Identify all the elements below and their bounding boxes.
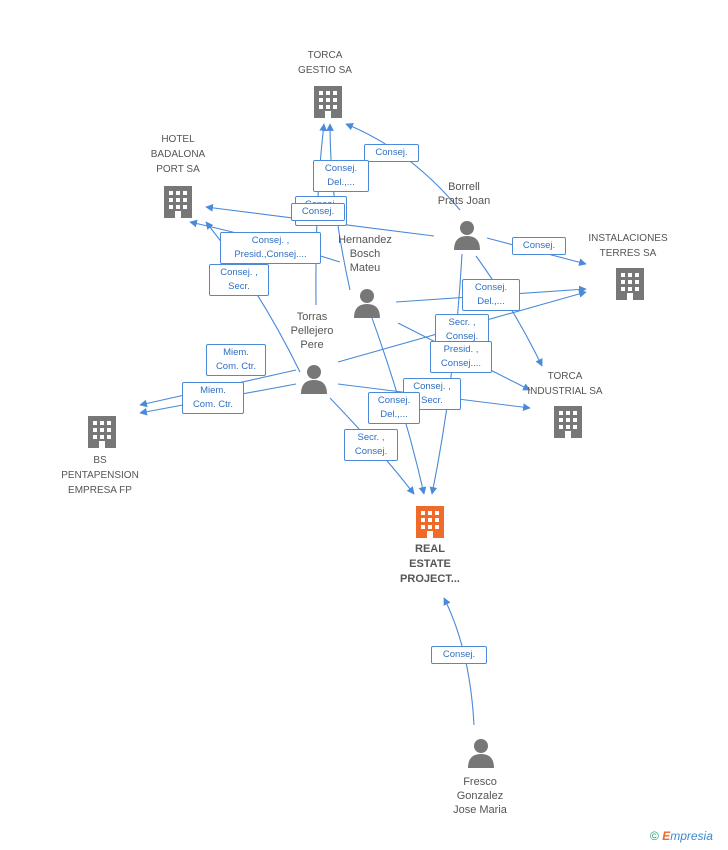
relation-label[interactable]: Secr. , Consej. [344, 429, 398, 461]
node-label-hernandez[interactable]: Hernandez Bosch Mateu [338, 234, 392, 274]
node-label-hotel-badalona[interactable]: HOTEL BADALONA PORT SA [150, 134, 206, 175]
person-icon-torras[interactable] [301, 365, 327, 394]
relation-label[interactable]: Consej. [291, 203, 345, 221]
empresia-logo[interactable]: © Empresia [650, 829, 713, 843]
person-icon-fresco[interactable] [468, 739, 494, 768]
node-label-fresco[interactable]: Fresco Gonzalez Jose Maria [453, 776, 507, 816]
node-label-borrell[interactable]: Borrell Prats Joan [437, 181, 491, 207]
copyright-symbol: © [650, 829, 659, 843]
building-icon-torca-industrial[interactable] [554, 406, 582, 438]
relation-label[interactable]: Consej. Del.,... [368, 392, 420, 424]
node-label-bs-pentapension[interactable]: BS PENTAPENSION EMPRESA FP [61, 455, 139, 496]
brand-e: E [662, 829, 671, 843]
relation-label[interactable]: Consej. [364, 144, 419, 162]
building-icon-instalaciones[interactable] [616, 268, 644, 300]
relation-label[interactable]: Consej. , Secr. [209, 264, 269, 296]
brand-name: mpresia [670, 829, 713, 843]
relation-label[interactable]: Miem. Com. Ctr. [206, 344, 266, 376]
relation-label[interactable]: Miem. Com. Ctr. [182, 382, 244, 414]
node-label-torras[interactable]: Torras Pellejero Pere [290, 311, 334, 351]
building-icon-bs-pentapension[interactable] [88, 416, 116, 448]
edge-borrell-real-estate [429, 253, 463, 495]
building-icon-real-estate[interactable] [416, 506, 444, 538]
node-label-torca-industrial[interactable]: TORCA INDUSTRIAL SA [527, 371, 603, 397]
node-label-real-estate[interactable]: REAL ESTATE PROJECT... [400, 543, 460, 585]
relation-label[interactable]: Consej. , Presid.,Consej.... [220, 232, 321, 264]
edges [139, 123, 587, 726]
relation-label[interactable]: Consej. [512, 237, 566, 255]
building-icon-hotel[interactable] [164, 186, 192, 218]
person-icon-hernandez[interactable] [354, 289, 380, 318]
relation-label[interactable]: Presid. , Consej.... [430, 341, 492, 373]
relation-label[interactable]: Consej. Del.,... [462, 279, 520, 311]
building-icon-torca-gestio[interactable] [314, 86, 342, 118]
relation-label[interactable]: Consej. Del.,... [313, 160, 369, 192]
node-label-instalaciones-terres[interactable]: INSTALACIONES TERRES SA [588, 233, 668, 259]
node-label-torca-gestio[interactable]: TORCA GESTIO SA [298, 50, 352, 76]
relation-label[interactable]: Consej. [431, 646, 487, 664]
person-icon-borrell[interactable] [454, 221, 480, 250]
